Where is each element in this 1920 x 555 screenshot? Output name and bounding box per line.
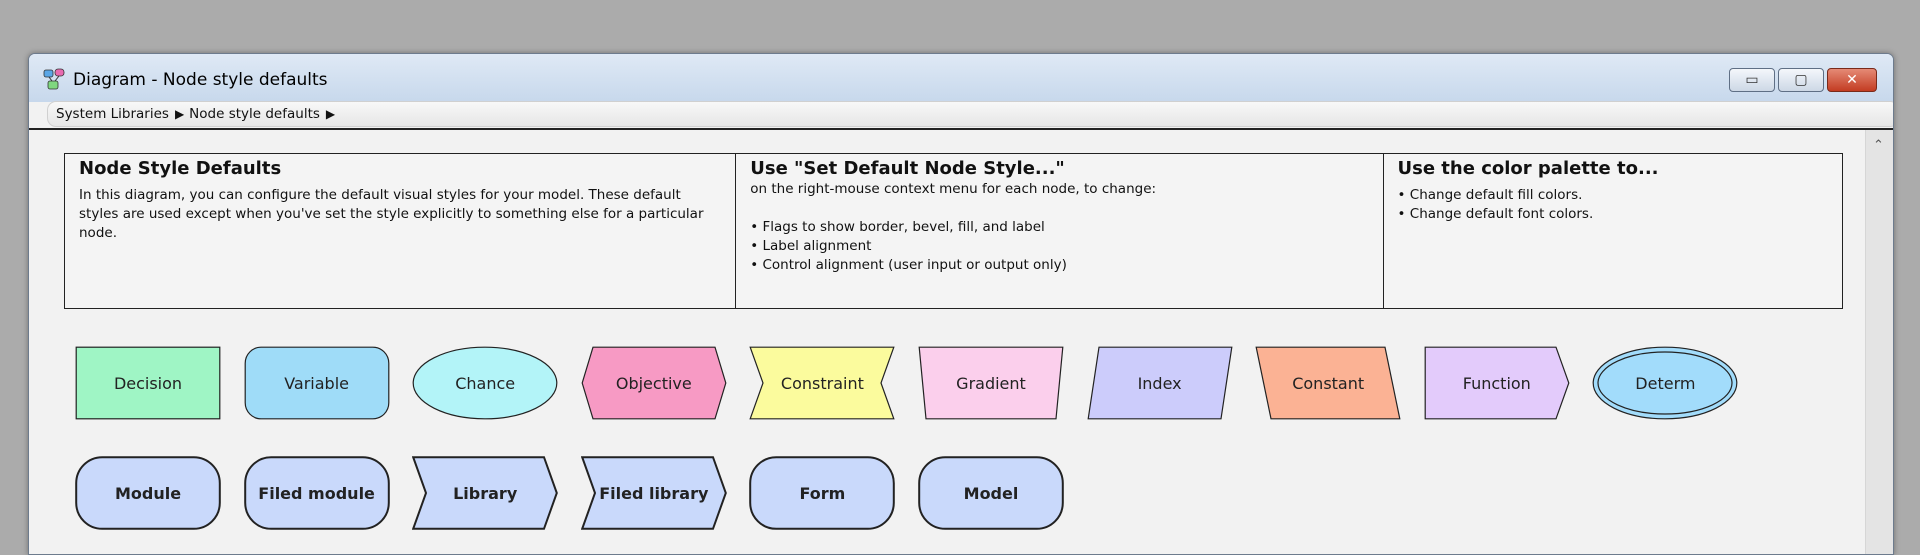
node-filed-library[interactable]: Filed library <box>580 456 727 530</box>
node-label: Filed module <box>258 483 375 503</box>
divider <box>29 128 1893 130</box>
node-shape <box>412 456 559 530</box>
minimize-icon: ▭ <box>1745 72 1759 88</box>
node-shape <box>581 346 727 420</box>
node-label: Objective <box>615 373 692 393</box>
node-shape <box>580 456 727 530</box>
list-item: Change default font colors. <box>1398 205 1828 224</box>
info-table: Node Style Defaults In this diagram, you… <box>64 153 1843 309</box>
node-shape <box>1087 346 1233 420</box>
list-item: Label alignment <box>750 237 1368 256</box>
node-shape <box>749 456 896 530</box>
node-decision[interactable]: Decision <box>75 346 221 420</box>
node-label: Decision <box>113 373 183 393</box>
info-bullet-list: Change default fill colors. Change defau… <box>1398 186 1828 224</box>
node-filed-module[interactable]: Filed module <box>243 456 390 530</box>
node-form[interactable]: Form <box>749 456 896 530</box>
node-shape <box>75 456 221 530</box>
node-label: Index <box>1137 373 1182 393</box>
info-text: In this diagram, you can configure the d… <box>79 187 704 241</box>
node-shape <box>918 346 1064 420</box>
node-model[interactable]: Model <box>918 456 1064 530</box>
node-label: Determ <box>1635 373 1696 393</box>
node-shape <box>918 456 1064 530</box>
node-label: Constraint <box>780 373 864 393</box>
node-label: Chance <box>455 373 516 393</box>
node-variable[interactable]: Variable <box>244 346 390 420</box>
info-bullet-list: Flags to show border, bevel, fill, and l… <box>750 218 1368 275</box>
node-shape <box>1424 346 1570 420</box>
node-shape <box>412 346 558 420</box>
diagram-window: Diagram - Node style defaults ▭ ▢ ✕ Syst… <box>28 53 1894 555</box>
close-icon: ✕ <box>1846 72 1858 88</box>
title-bar[interactable]: Diagram - Node style defaults ▭ ▢ ✕ <box>29 54 1893 102</box>
node-chance[interactable]: Chance <box>412 346 558 420</box>
node-shape <box>1255 346 1401 420</box>
list-item: Change default fill colors. <box>1398 186 1828 205</box>
minimize-button[interactable]: ▭ <box>1729 68 1775 92</box>
breadcrumb-arrow-icon: ▶ <box>325 107 336 121</box>
node-function[interactable]: Function <box>1424 346 1570 420</box>
list-item: Control alignment (user input or output … <box>750 256 1368 275</box>
node-library[interactable]: Library <box>412 456 559 530</box>
node-label: Form <box>799 483 846 503</box>
node-shape <box>75 346 221 420</box>
close-button[interactable]: ✕ <box>1827 68 1877 92</box>
node-constant[interactable]: Constant <box>1255 346 1401 420</box>
vertical-scrollbar[interactable]: ⌃ <box>1865 130 1893 554</box>
info-heading: Node Style Defaults <box>79 158 282 179</box>
maximize-button[interactable]: ▢ <box>1778 68 1824 92</box>
node-objective[interactable]: Objective <box>581 346 727 420</box>
info-heading: Use "Set Default Node Style..." <box>750 158 1065 179</box>
node-shape <box>1592 346 1738 420</box>
list-item: Flags to show border, bevel, fill, and l… <box>750 218 1368 237</box>
diagram-app-icon <box>43 68 65 90</box>
node-label: Filed library <box>599 483 709 503</box>
breadcrumb-node-style-defaults[interactable]: Node style defaults <box>189 106 320 122</box>
node-label: Variable <box>284 373 349 393</box>
info-column-node-style-defaults: Node Style Defaults In this diagram, you… <box>65 154 737 308</box>
info-column-set-default-style: Use "Set Default Node Style..." on the r… <box>736 154 1384 308</box>
node-label: Function <box>1462 373 1531 393</box>
breadcrumb-arrow-icon: ▶ <box>174 107 185 121</box>
node-shape <box>243 456 390 530</box>
info-text: on the right-mouse context menu for each… <box>750 181 1157 197</box>
breadcrumb: System Libraries ▶ Node style defaults ▶ <box>47 101 1893 127</box>
node-determ[interactable]: Determ <box>1592 346 1738 420</box>
scroll-up-icon[interactable]: ⌃ <box>1873 138 1884 153</box>
info-column-color-palette: Use the color palette to... Change defau… <box>1384 154 1842 308</box>
node-label: Library <box>453 483 518 503</box>
maximize-icon: ▢ <box>1794 72 1808 88</box>
node-label: Model <box>963 483 1019 503</box>
node-label: Constant <box>1292 373 1365 393</box>
node-label: Gradient <box>956 373 1026 393</box>
node-constraint[interactable]: Constraint <box>749 346 896 420</box>
node-gradient[interactable]: Gradient <box>918 346 1064 420</box>
node-shape <box>749 346 896 420</box>
node-shape <box>244 346 389 420</box>
node-label: Module <box>114 483 182 503</box>
node-index[interactable]: Index <box>1087 346 1233 420</box>
breadcrumb-system-libraries[interactable]: System Libraries <box>56 106 169 122</box>
info-heading: Use the color palette to... <box>1397 158 1659 179</box>
node-module[interactable]: Module <box>75 456 221 530</box>
window-title: Diagram - Node style defaults <box>73 70 328 90</box>
